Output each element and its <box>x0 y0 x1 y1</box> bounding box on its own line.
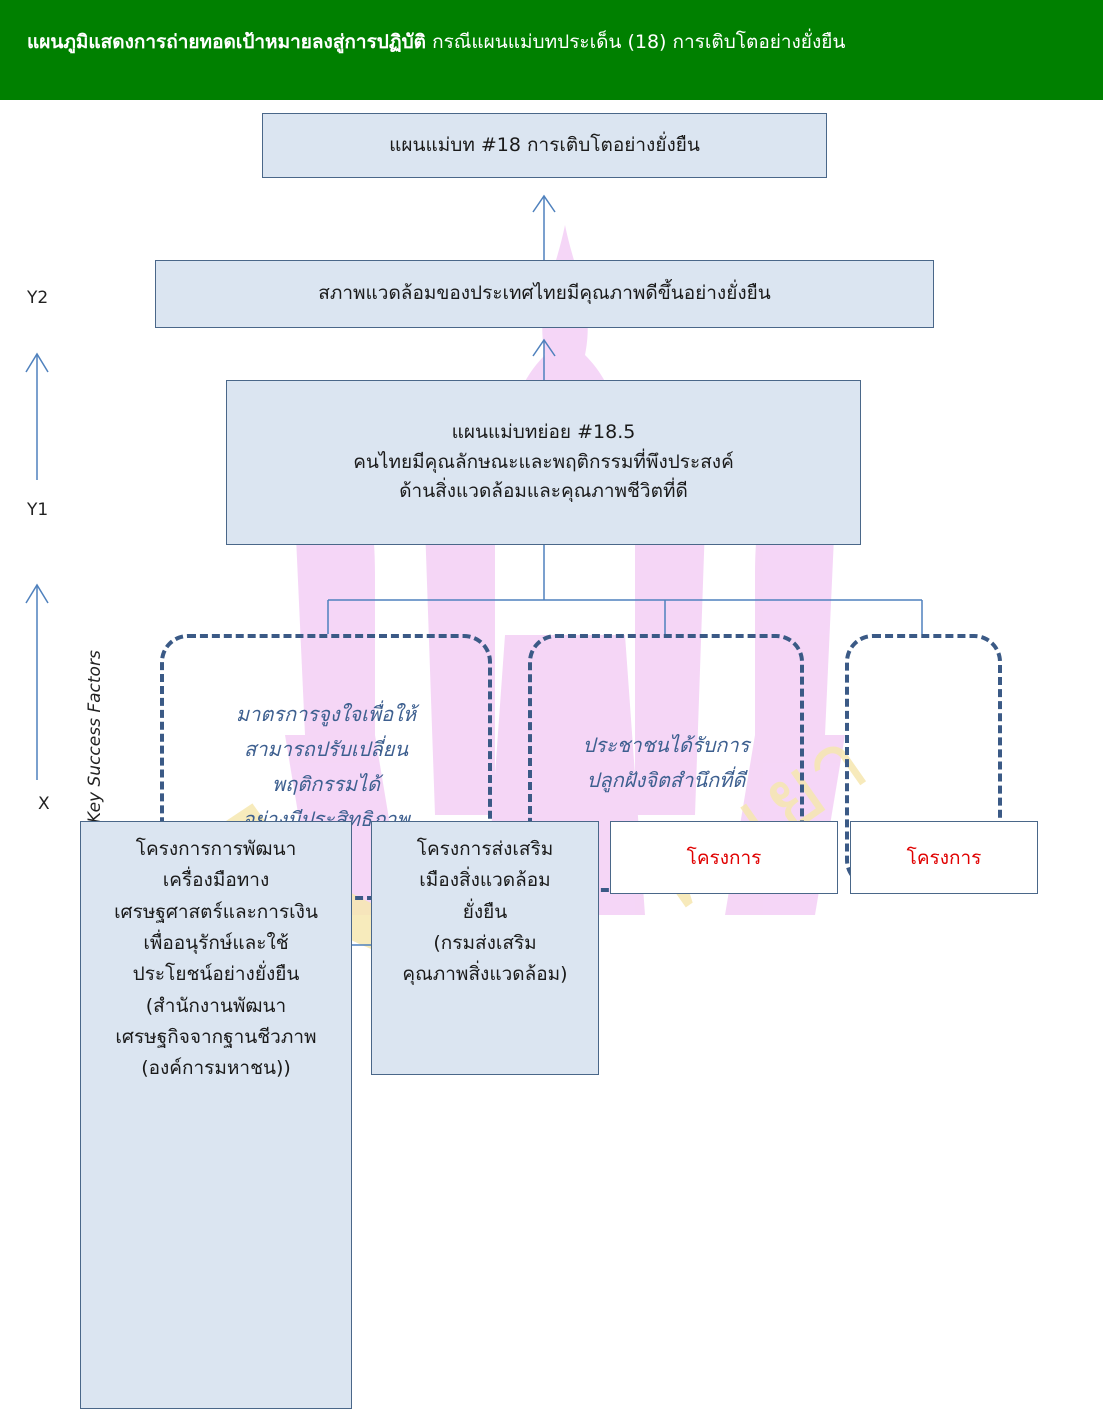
project-1-line-1: โครงการการพัฒนา <box>135 838 297 860</box>
sub-plan-line-1: แผนแม่บทย่อย #18.5 <box>451 421 636 444</box>
project-1-line-3: เศรษฐศาสตร์และการเงิน <box>114 900 318 923</box>
master-plan-box: แผนแม่บท #18 การเติบโตอย่างยั่งยืน <box>262 113 827 178</box>
factor-1-line-1: มาตรการจูงใจเพื่อให้ <box>235 702 417 726</box>
project-2-line-2: เมืองสิ่งแวดล้อม <box>419 869 551 892</box>
project-box-4-placeholder: โครงการ <box>850 821 1038 894</box>
project-2-line-4: (กรมส่งเสริม <box>433 932 537 955</box>
sub-master-plan-box: แผนแม่บทย่อย #18.5 คนไทยมีคุณลักษณะและพฤ… <box>226 380 861 545</box>
project-1-line-4: เพื่ออนุรักษ์และใช้ <box>143 932 289 955</box>
project-box-1: โครงการการพัฒนา เครื่องมือทาง เศรษฐศาสตร… <box>80 821 352 1409</box>
chart-title-banner: แผนภูมิแสดงการถ่ายทอดเป้าหมายลงสู่การปฏิ… <box>0 0 1103 100</box>
project-4-label: โครงการ <box>906 846 982 869</box>
project-box-2: โครงการส่งเสริม เมืองสิ่งแวดล้อม ยั่งยืน… <box>371 821 599 1075</box>
sub-plan-line-3: ด้านสิ่งแวดล้อมและคุณภาพชีวิตที่ดี <box>399 480 688 503</box>
axis-label-y1: Y1 <box>27 500 49 520</box>
factor-1-line-3: พฤติกรรมได้ <box>271 772 381 796</box>
y2-goal-label: สภาพแวดล้อมของประเทศไทยมีคุณภาพดีขึ้นอย่… <box>318 282 771 305</box>
factor-2-line-2: ปลูกฝังจิตสำนึกที่ดี <box>586 768 746 792</box>
factor-1-line-2: สามารถปรับเปลี่ยน <box>243 737 408 761</box>
project-1-line-7: เศรษฐกิจจากฐานชีวภาพ <box>115 1026 317 1049</box>
axis-label-y2: Y2 <box>27 288 49 308</box>
project-2-line-1: โครงการส่งเสริม <box>416 838 554 860</box>
project-1-line-5: ประโยชน์อย่างยั่งยืน <box>132 963 300 986</box>
y2-goal-box: สภาพแวดล้อมของประเทศไทยมีคุณภาพดีขึ้นอย่… <box>155 260 934 328</box>
chart-title-bold: แผนภูมิแสดงการถ่ายทอดเป้าหมายลงสู่การปฏิ… <box>27 31 427 53</box>
master-plan-label: แผนแม่บท #18 การเติบโตอย่างยั่งยืน <box>389 133 700 156</box>
sub-plan-line-2: คนไทยมีคุณลักษณะและพฤติกรรมที่พึงประสงค์ <box>353 450 734 473</box>
factor-2-line-1: ประชาชนได้รับการ <box>582 733 750 757</box>
project-1-line-6: (สำนักงานพัฒนา <box>145 994 287 1017</box>
chart-title-rest: กรณีแผนแม่บทประเด็น (18) การเติบโตอย่างย… <box>426 31 846 53</box>
project-1-line-2: เครื่องมือทาง <box>162 869 270 892</box>
axis-label-x: X <box>38 794 50 814</box>
project-2-line-3: ยั่งยืน <box>462 900 508 923</box>
project-2-line-5: คุณภาพสิ่งแวดล้อม) <box>402 963 568 986</box>
project-1-line-8: (องค์การมหาชน)) <box>141 1057 291 1080</box>
project-box-3-placeholder: โครงการ <box>610 821 838 894</box>
project-3-label: โครงการ <box>686 846 762 869</box>
